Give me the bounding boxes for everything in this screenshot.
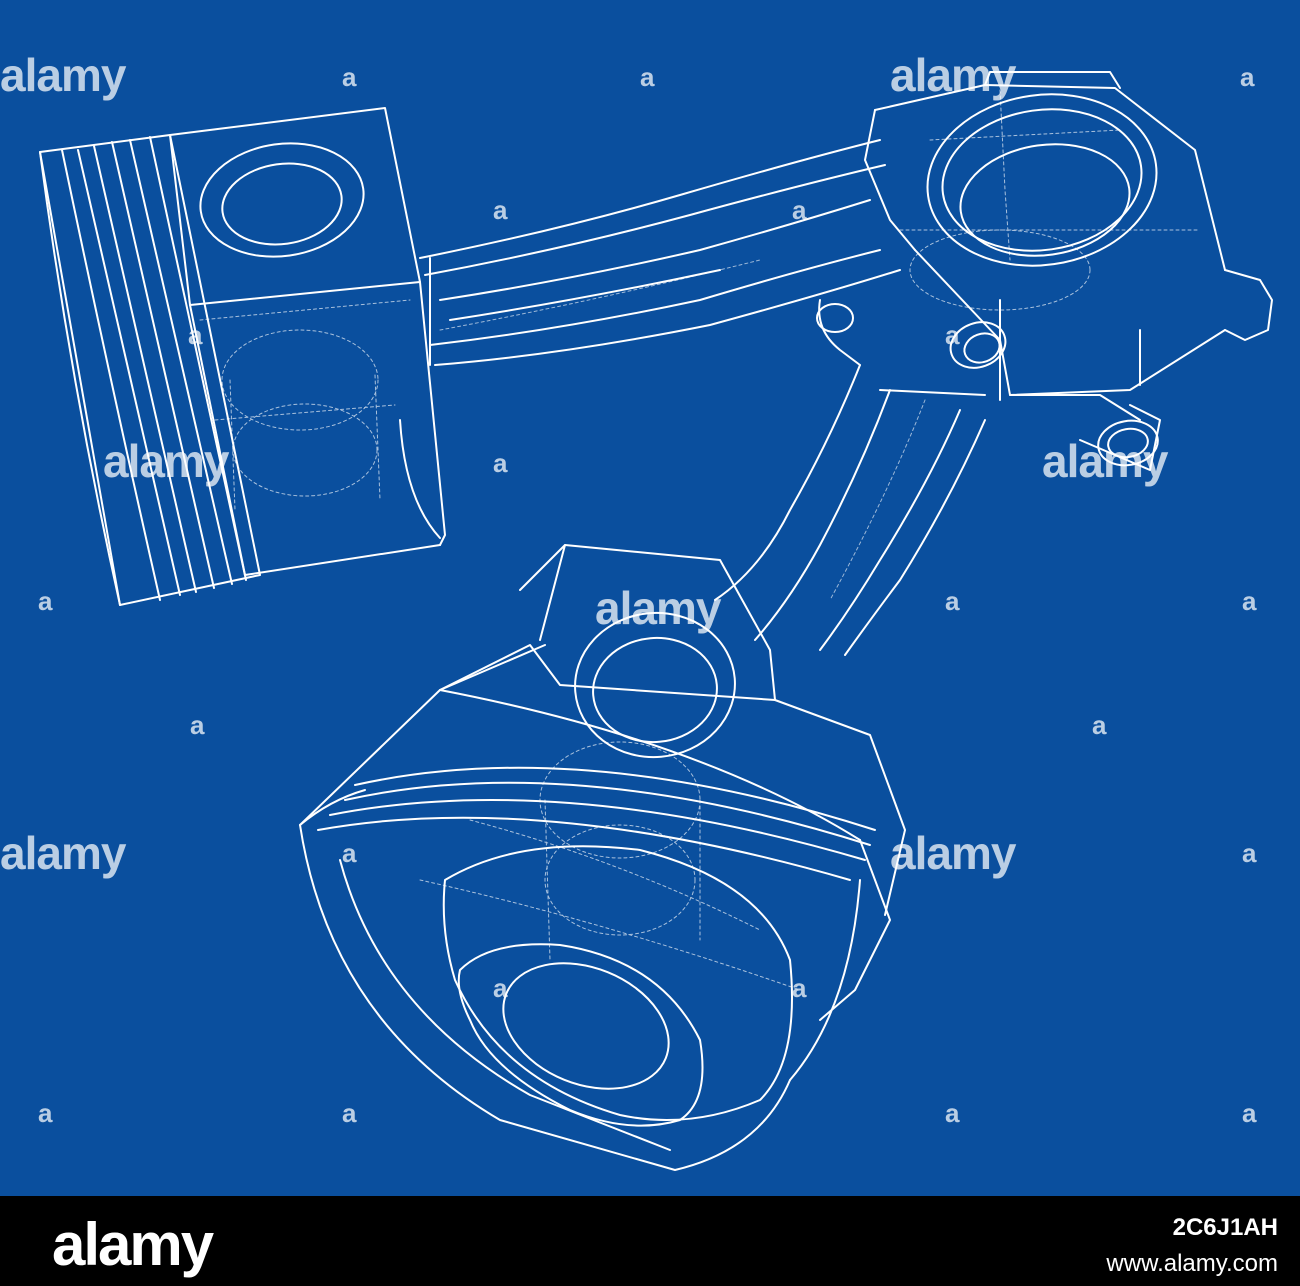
watermark-logo-a: a: [792, 973, 807, 1003]
footer-brand-logo: alamy: [52, 1211, 214, 1278]
footer-bar: alamy 2C6J1AH www.alamy.com: [0, 1196, 1300, 1286]
blueprint-illustration: alamy alamy alamy alamy alamy alamy alam…: [0, 0, 1300, 1196]
watermark-logo-a: a: [342, 62, 357, 92]
watermark-word: alamy: [595, 582, 721, 634]
watermark-logo-a: a: [493, 973, 508, 1003]
image-id: 2C6J1AH: [1172, 1214, 1278, 1241]
watermark-logo-a: a: [1242, 838, 1257, 868]
watermark-logo-a: a: [493, 195, 508, 225]
watermark-logo-a: a: [38, 586, 53, 616]
watermark-word: alamy: [1042, 435, 1168, 487]
lower-connecting-rod: [714, 299, 1161, 656]
watermark-logo-a: a: [342, 1098, 357, 1128]
watermark-word: alamy: [0, 49, 126, 101]
watermark-logo-a: a: [1242, 1098, 1257, 1128]
footer-image-reference: 2C6J1AH www.alamy.com: [1106, 1214, 1278, 1278]
site-url: www.alamy.com: [1106, 1250, 1278, 1277]
piston-wireframe-drawing: [39, 71, 1273, 1171]
watermark-logo-a: a: [1242, 586, 1257, 616]
watermark-logo-a: a: [792, 195, 807, 225]
watermark-word: alamy: [890, 827, 1016, 879]
watermark-word: alamy: [0, 827, 126, 879]
watermark-logo-a: a: [342, 838, 357, 868]
watermark-logo-a: a: [493, 448, 508, 478]
upper-piston: [39, 107, 446, 606]
upper-connecting-rod: [419, 139, 901, 366]
watermark-word: alamy: [890, 49, 1016, 101]
watermark-logo-a: a: [945, 586, 960, 616]
watermark-logo-a: a: [188, 320, 203, 350]
lower-piston: [299, 544, 906, 1171]
big-end-cap: [864, 71, 1273, 421]
watermark-word: alamy: [103, 435, 229, 487]
watermark-logo-a: a: [1240, 62, 1255, 92]
watermark-logo-a: a: [640, 62, 655, 92]
watermark-logo-a: a: [945, 1098, 960, 1128]
watermark-logo-a: a: [38, 1098, 53, 1128]
watermark-logo-a: a: [190, 710, 205, 740]
watermark-logo-a: a: [1092, 710, 1107, 740]
watermark-logo-a: a: [945, 320, 960, 350]
